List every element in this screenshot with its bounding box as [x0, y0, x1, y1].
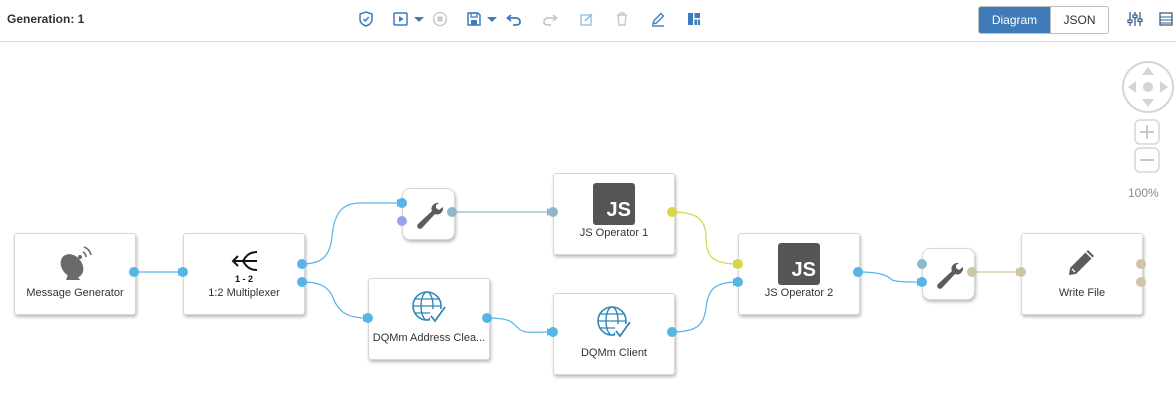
- redo-icon[interactable]: [540, 9, 560, 29]
- edge-js2-to-mapper: [857, 271, 923, 283]
- node-js-operator-1[interactable]: JS JS Operator 1: [553, 173, 675, 255]
- satellite-dish-icon: [55, 242, 95, 282]
- layout-icon[interactable]: [684, 9, 704, 29]
- multiplexer-badge: 1 - 2: [234, 274, 253, 284]
- node-label: DQMm Client: [580, 347, 647, 359]
- edge-mux-to-dqmm-address: [301, 281, 369, 319]
- node-write-file[interactable]: Write File: [1021, 233, 1143, 315]
- edge-mux-to-mapper: [301, 202, 402, 265]
- node-label: DQMm Address Clea...: [372, 332, 486, 344]
- js-icon: JS: [778, 243, 820, 285]
- node-mapper-right[interactable]: [922, 248, 975, 300]
- node-label: Write File: [1058, 287, 1106, 299]
- toolbar: Generation: 1 Diagram JSON: [0, 0, 1176, 42]
- pan-control[interactable]: [1120, 59, 1176, 115]
- trash-icon[interactable]: [612, 9, 632, 29]
- diagram-canvas[interactable]: Message Generator 1 - 2 1:2 Multiplexer …: [0, 42, 1176, 412]
- play-icon[interactable]: [391, 9, 411, 29]
- js-icon-text: JS: [606, 199, 631, 221]
- js-icon: JS: [593, 183, 635, 225]
- node-label: 1:2 Multiplexer: [208, 287, 280, 299]
- json-tab[interactable]: JSON: [1050, 7, 1108, 33]
- wrench-icon: [933, 259, 965, 291]
- pan-left-icon[interactable]: [1128, 81, 1136, 93]
- split-arrow-icon: [229, 248, 259, 274]
- diagram-tab[interactable]: Diagram: [979, 7, 1050, 33]
- zoom-in-icon[interactable]: [1134, 119, 1160, 145]
- settings-sliders-icon[interactable]: [1125, 9, 1145, 29]
- edge-dqmm-address-to-client: [486, 317, 553, 333]
- save-icon[interactable]: [464, 9, 484, 29]
- node-label: JS Operator 2: [764, 287, 834, 299]
- node-js-operator-2[interactable]: JS JS Operator 2: [738, 233, 860, 315]
- pan-up-icon[interactable]: [1142, 67, 1154, 75]
- edge-client-to-js2: [671, 281, 739, 333]
- node-label: Message Generator: [26, 287, 124, 299]
- globe-check-icon: [410, 289, 448, 327]
- node-dqmm-address[interactable]: DQMm Address Clea...: [368, 278, 490, 360]
- node-multiplexer[interactable]: 1 - 2 1:2 Multiplexer: [183, 233, 305, 315]
- node-dqmm-client[interactable]: DQMm Client: [553, 293, 675, 375]
- stop-icon[interactable]: [430, 9, 450, 29]
- play-dropdown-icon[interactable]: [409, 9, 429, 29]
- undo-icon[interactable]: [504, 9, 524, 29]
- node-message-generator[interactable]: Message Generator: [14, 233, 136, 315]
- pan-down-icon[interactable]: [1142, 99, 1154, 107]
- pan-right-icon[interactable]: [1160, 81, 1168, 93]
- edit-box-icon[interactable]: [577, 9, 597, 29]
- edge-js1-to-js2: [671, 211, 739, 265]
- globe-check-icon: [595, 304, 633, 342]
- node-label: JS Operator 1: [579, 227, 649, 239]
- wrench-icon: [413, 199, 445, 231]
- save-dropdown-icon[interactable]: [482, 9, 502, 29]
- node-mapper-top[interactable]: [402, 188, 455, 240]
- zoom-out-icon[interactable]: [1134, 147, 1160, 173]
- generation-label: Generation: 1: [7, 12, 85, 26]
- shield-icon[interactable]: [356, 9, 376, 29]
- js-icon-text: JS: [791, 259, 816, 281]
- pencil-icon[interactable]: [648, 9, 668, 29]
- pencil-icon: [1064, 244, 1100, 280]
- panel-icon[interactable]: [1156, 9, 1176, 29]
- view-toggle: Diagram JSON: [978, 6, 1109, 34]
- zoom-level: 100%: [1128, 186, 1159, 200]
